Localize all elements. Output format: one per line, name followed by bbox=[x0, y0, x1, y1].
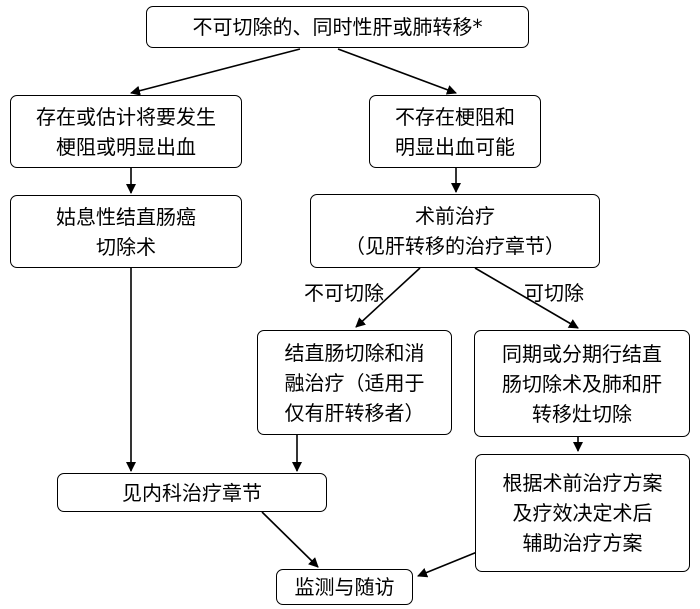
node-text-line: 及疗效决定术后 bbox=[512, 501, 653, 525]
node-text-line: 姑息性结直肠癌 bbox=[56, 204, 196, 229]
edge-root-to-obstruct bbox=[130, 48, 301, 96]
node-monitor: 监测与随访 bbox=[276, 569, 413, 605]
node-root: 不可切除的、同时性肝或肺转移* bbox=[146, 6, 529, 48]
node-text-line: 不存在梗阻和 bbox=[395, 104, 515, 129]
edge-medical-to-monitor bbox=[261, 511, 319, 568]
node-obstruct: 存在或估计将要发生梗阻或明显出血 bbox=[10, 95, 242, 168]
node-text-line: 梗阻或明显出血 bbox=[56, 134, 196, 159]
node-text-line: （见肝转移的治疗章节） bbox=[345, 234, 565, 258]
node-text-line: 结直肠切除和消 bbox=[284, 340, 425, 365]
node-text-line: 仅有肝转移者） bbox=[284, 400, 425, 425]
node-resection: 同期或分期行结直肠切除术及肺和肝转移灶切除 bbox=[474, 330, 690, 437]
node-text-line: 切除术 bbox=[96, 234, 156, 259]
node-text-line: 存在或估计将要发生 bbox=[36, 104, 216, 129]
node-medical: 见内科治疗章节 bbox=[57, 473, 327, 512]
node-text-line: 融治疗（适用于 bbox=[284, 370, 425, 395]
node-text-line: 见内科治疗章节 bbox=[122, 480, 262, 505]
edge-label-resectable: 可切除 bbox=[524, 281, 584, 305]
node-text-line: 转移灶切除 bbox=[532, 401, 632, 426]
node-text-line: 同期或分期行结直 bbox=[502, 341, 662, 366]
node-palliative: 姑息性结直肠癌切除术 bbox=[10, 195, 242, 268]
edge-preop-to-ablation bbox=[355, 267, 421, 328]
node-text-line: 辅助治疗方案 bbox=[522, 531, 643, 555]
node-text-line: 明显出血可能 bbox=[395, 134, 515, 159]
node-text-line: 不可切除的、同时性肝或肺转移* bbox=[192, 15, 483, 39]
node-ablation: 结直肠切除和消融治疗（适用于仅有肝转移者） bbox=[257, 330, 452, 435]
node-text-line: 术前治疗 bbox=[415, 204, 495, 228]
edge-root-to-no-obstruct bbox=[337, 48, 457, 95]
node-text-line: 根据术前治疗方案 bbox=[502, 471, 663, 495]
node-no-obstruct: 不存在梗阻和明显出血可能 bbox=[369, 95, 541, 168]
edge-label-unresectable: 不可切除 bbox=[304, 281, 384, 305]
node-text-line: 监测与随访 bbox=[294, 575, 395, 599]
node-adjuvant: 根据术前治疗方案及疗效决定术后辅助治疗方案 bbox=[475, 454, 690, 572]
node-preop: 术前治疗 （见肝转移的治疗章节） bbox=[310, 194, 600, 268]
edge-preop-to-resection bbox=[474, 267, 579, 329]
node-text-line: 肠切除术及肺和肝 bbox=[502, 371, 662, 396]
